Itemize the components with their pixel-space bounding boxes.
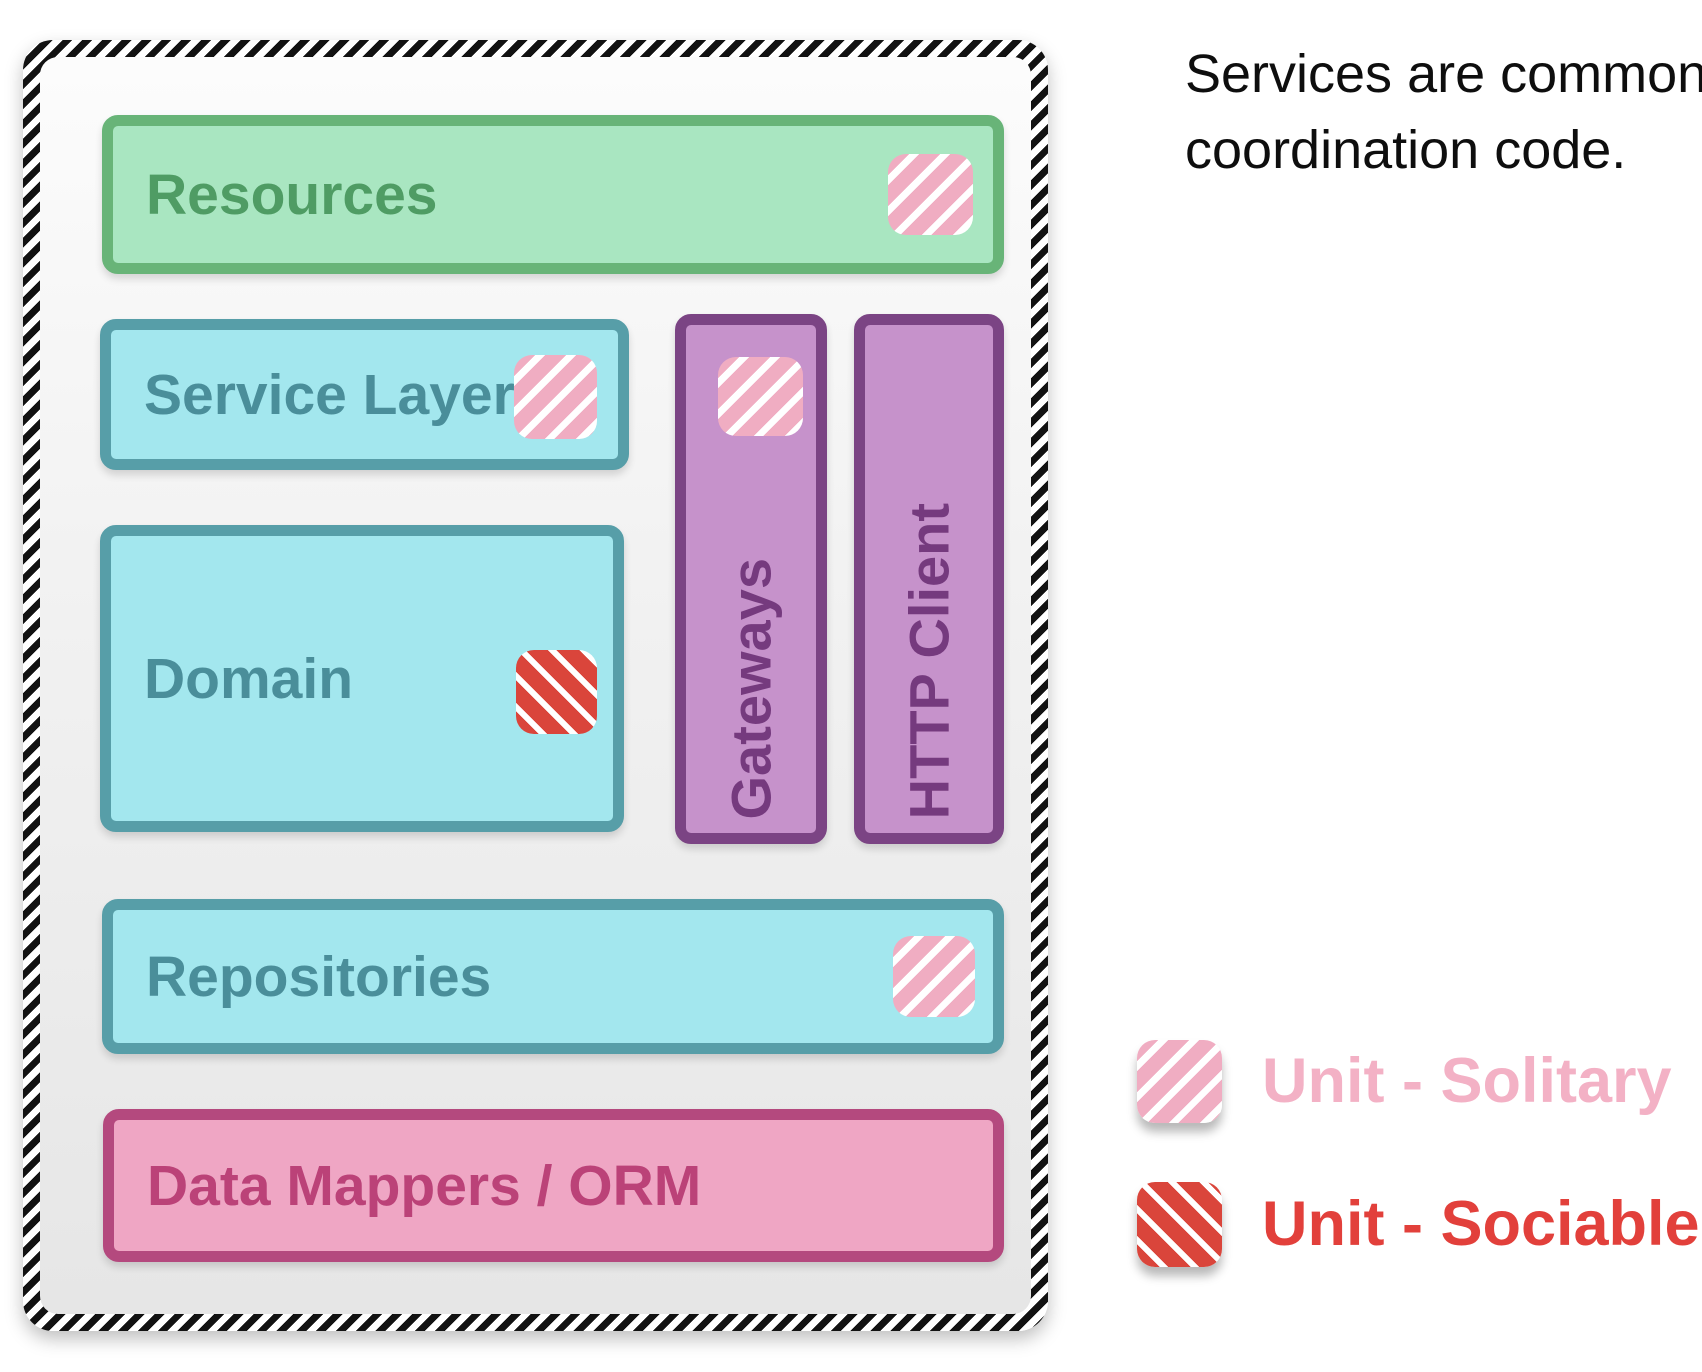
unit-solitary-badge xyxy=(718,357,803,436)
architecture-frame: Resources Service Layer Domain Gateways … xyxy=(23,40,1048,1331)
annotation-line-2: coordination code. xyxy=(1185,120,1627,180)
architecture-frame-background: Resources Service Layer Domain Gateways … xyxy=(40,57,1031,1314)
annotation-line-1: Services are commonly a xyxy=(1185,44,1702,104)
layer-gateways-label: Gateways xyxy=(719,557,783,820)
unit-solitary-badge xyxy=(514,355,597,439)
unit-solitary-badge xyxy=(893,936,975,1017)
layer-resources-label: Resources xyxy=(146,162,438,227)
layer-service-layer-label: Service Layer xyxy=(144,362,515,427)
legend-label-unit-solitary: Unit - Solitary xyxy=(1262,1046,1672,1116)
layer-resources: Resources xyxy=(102,115,1004,274)
legend-swatch-unit-solitary xyxy=(1137,1040,1222,1123)
legend-label-unit-sociable: Unit - Sociable xyxy=(1262,1189,1700,1259)
layer-domain-label: Domain xyxy=(144,646,354,711)
layer-service-layer: Service Layer xyxy=(100,319,629,470)
legend-swatch-unit-sociable xyxy=(1137,1182,1222,1267)
layer-http-client-label: HTTP Client xyxy=(897,502,961,819)
layer-domain: Domain xyxy=(100,525,624,832)
layer-http-client: HTTP Client xyxy=(854,314,1004,844)
layer-repositories: Repositories xyxy=(102,899,1004,1054)
unit-sociable-badge xyxy=(516,650,597,734)
layer-data-mappers: Data Mappers / ORM xyxy=(103,1109,1004,1262)
layer-repositories-label: Repositories xyxy=(146,944,492,1009)
layer-data-mappers-label: Data Mappers / ORM xyxy=(147,1153,702,1218)
unit-solitary-badge xyxy=(888,154,973,235)
layer-gateways: Gateways xyxy=(675,314,827,844)
annotation: Services are commonly a coordination cod… xyxy=(1185,36,1702,188)
